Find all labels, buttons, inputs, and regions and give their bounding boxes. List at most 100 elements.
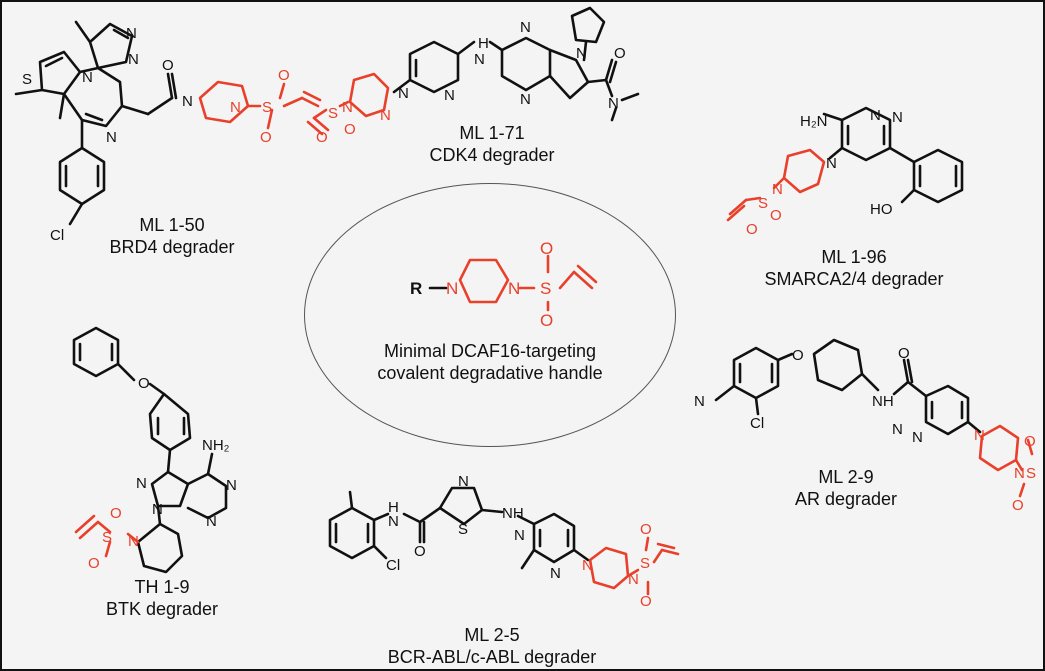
atom-n: N [582,557,593,574]
atom-n: N [694,393,705,410]
atom-n: N [136,475,147,492]
atom-n: N [892,109,903,126]
atom-o: O [792,347,804,364]
atom-n: N [206,513,217,530]
compound-id: TH 1-9 [134,577,190,597]
atom-h2n: H₂N [800,113,828,130]
compound-label-ml-2-5: ML 2-5 BCR-ABL/c-ABL degrader [352,624,632,668]
compound-target: SMARCA2/4 degrader [764,269,944,289]
atom-n: N [182,93,193,110]
atom-o: O [898,345,910,362]
atom-nh2: NH₂ [202,437,230,454]
atom-nh: NH [502,505,524,522]
atom-n: N [772,181,783,198]
compound-label-ml-1-96: ML 1-96 SMARCA2/4 degrader [726,246,982,290]
compound-label-ml-2-9: ML 2-9 AR degrader [746,466,946,510]
compound-id: ML 2-5 [464,625,520,645]
atom-o: O [344,121,356,138]
atom-n: N [550,565,561,582]
atom-n: N [628,571,639,588]
structure-th-1-9: O NH₂ N N N N N S O O [72,326,237,574]
atom-n: N [514,527,525,544]
structure-ml-2-5: Cl H N O N S NH N N N N S O O [328,473,680,610]
atom-n: N [152,501,163,518]
compound-label-th-1-9: TH 1-9 BTK degrader [62,576,262,620]
atom-n: N [458,473,469,490]
atom-cl: Cl [750,415,764,432]
atom-n: N [128,533,139,550]
atom-o: O [138,375,150,392]
structure-ml-1-96: H₂N N N HO N N S O O [726,106,964,238]
structure-ml-1-71: N N H N N N N O N N N S O O [306,6,640,146]
atom-nh: H [478,35,489,52]
atom-n: N [226,477,237,494]
compound-target: BRD4 degrader [109,237,235,257]
handle-caption-line2: covalent degradative handle [377,363,603,383]
atom-n: N [230,99,241,116]
atom-s: S [1026,465,1036,482]
atom-s: S [640,555,650,572]
compound-id: ML 1-71 [459,123,525,143]
atom-o: O [1012,497,1024,514]
atom-o: O [162,57,174,74]
atom-h: H [388,499,399,516]
atom-s: S [328,105,338,122]
atom-o: O [278,67,290,84]
atom-n: N [870,107,881,124]
atom-cl: Cl [50,227,64,244]
atom-ho: HO [870,201,893,218]
atom-s: S [758,195,768,212]
atom-n: N [398,85,409,102]
atom-n: N [892,421,903,438]
atom-n: N [106,129,117,146]
atom-n: N [82,69,93,86]
atom-s: S [22,71,32,88]
atom-o: O [414,543,426,560]
atom-o: O [614,45,626,62]
compound-target: CDK4 degrader [429,145,555,165]
atom-o: O [88,555,100,572]
atom-n: N [912,429,923,446]
handle-caption: Minimal DCAF16-targeting covalent degrad… [348,340,632,384]
atom-s: S [102,529,112,546]
atom-n: N [380,107,391,124]
atom-n: N [520,19,531,36]
atom-n: N [474,51,485,68]
atom-o: O [746,221,758,238]
atom-n: N [576,45,587,62]
atom-n: N [128,51,139,68]
atom-o: O [640,521,652,538]
atom-n: N [1014,465,1025,482]
atom-o: O [316,129,328,146]
atom-n: N [444,87,455,104]
compound-id: ML 1-50 [139,215,205,235]
atom-n: N [126,25,137,42]
atom-n: N [342,99,353,116]
atom-n: N [974,427,985,444]
compound-target: BCR-ABL/c-ABL degrader [387,647,597,667]
atom-o: O [260,129,272,146]
atom-s: S [262,99,272,116]
atom-n: N [388,513,399,530]
atom-o: O [1024,433,1036,450]
atom-n: N [608,95,619,112]
compound-label-ml-1-50: ML 1-50 BRD4 degrader [72,214,272,258]
atom-cl: Cl [386,557,400,574]
compound-id: ML 1-96 [821,247,887,267]
compound-id: ML 2-9 [818,467,874,487]
handle-caption-line1: Minimal DCAF16-targeting [383,341,597,361]
compound-label-ml-1-71: ML 1-71 CDK4 degrader [392,122,592,166]
structure-ml-2-9: N Cl O NH O N N N N S O O [694,338,1036,514]
atom-n: N [520,91,531,108]
atom-o: O [770,207,782,224]
atom-s: S [458,521,468,538]
atom-n: N [826,155,837,172]
atom-o: O [110,505,122,522]
compound-target: BTK degrader [105,599,219,619]
compound-target: AR degrader [794,489,898,509]
atom-nh: NH [872,393,894,410]
atom-o: O [640,593,652,610]
center-ellipse [304,183,676,447]
